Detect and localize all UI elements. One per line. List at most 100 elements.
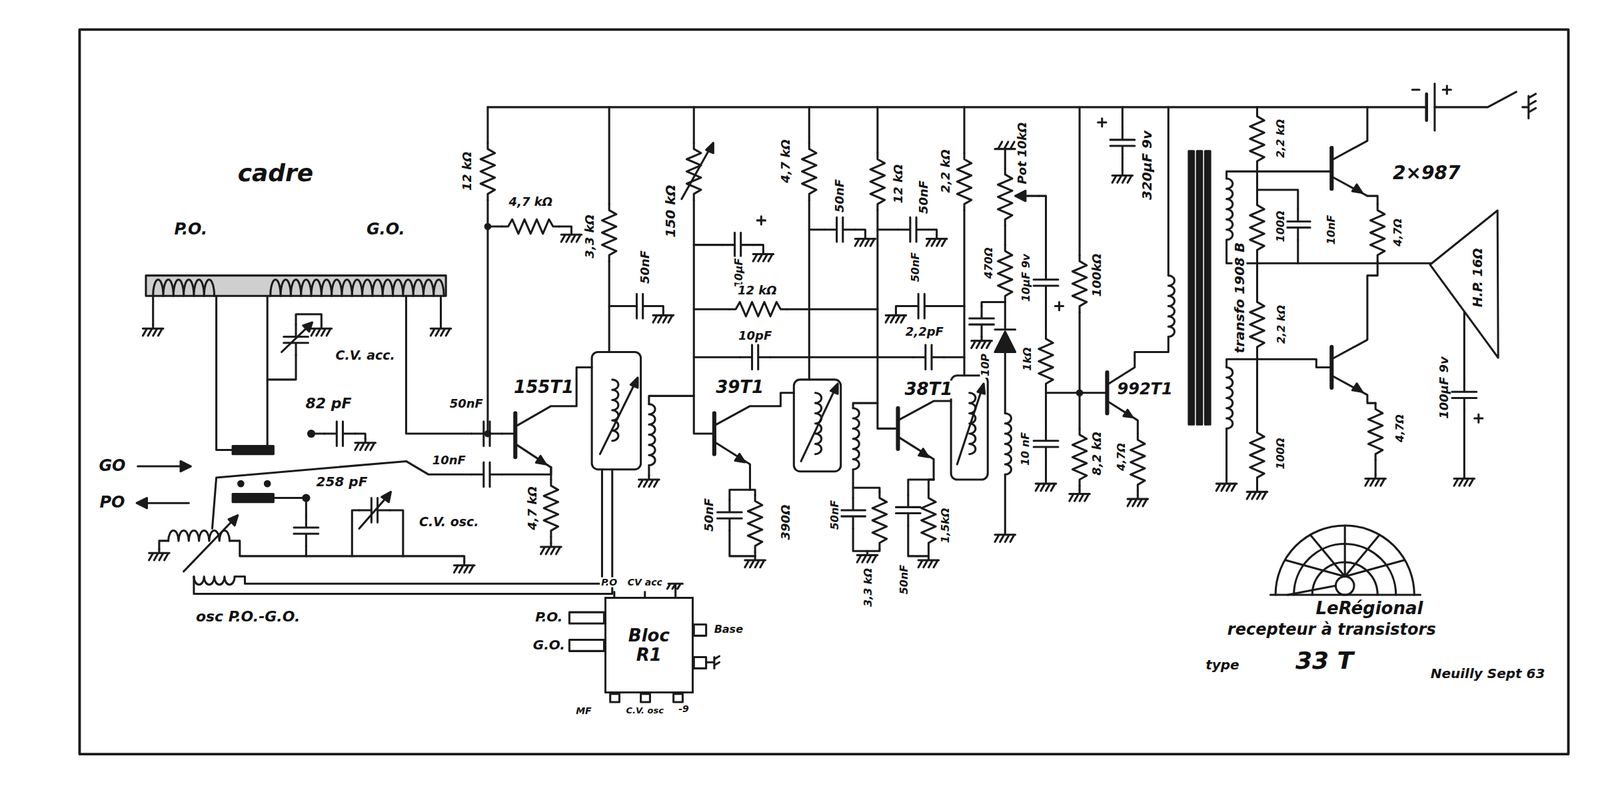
output-stage	[1352, 184, 1363, 194]
mixer-stage	[624, 293, 656, 319]
mixer-stage	[487, 225, 502, 228]
mixer-stage	[599, 383, 635, 455]
driver-stage	[1104, 372, 1109, 414]
if-stage-1	[693, 308, 730, 311]
driver-stage	[1127, 495, 1149, 507]
driver-stage	[1072, 255, 1087, 313]
detector-stage	[994, 531, 1016, 543]
mixer-stage	[515, 443, 552, 468]
output-stage	[1250, 109, 1265, 168]
mixer-stage	[653, 311, 674, 323]
if-stage-2	[876, 107, 879, 154]
if-stage-1	[714, 441, 751, 490]
detector-stage	[994, 331, 1016, 353]
detector-stage	[1033, 267, 1059, 298]
component-label: 12 kΩ	[461, 150, 474, 193]
output-stage	[1285, 209, 1311, 240]
if-stage-1	[747, 495, 762, 553]
detector-stage	[981, 301, 1005, 306]
if-stage-1	[770, 356, 878, 359]
output-stage	[1452, 379, 1477, 411]
input-wiring	[144, 502, 189, 505]
if-stage-1	[681, 147, 711, 200]
if-stage-2	[908, 479, 934, 496]
if-stage-1	[757, 216, 766, 225]
if-stage-1	[808, 228, 825, 231]
oscillator-circuit	[159, 541, 169, 550]
input-wiring	[501, 467, 552, 476]
detector-stage	[1004, 301, 1007, 330]
if-stage-2	[898, 217, 929, 242]
detector-stage	[998, 245, 1013, 303]
driver-stage	[1106, 401, 1138, 434]
if-stage-2	[906, 293, 937, 319]
output-stage	[1368, 403, 1383, 461]
component-label: 100Ω	[1274, 209, 1287, 244]
if-stage-2	[856, 551, 878, 563]
input-wiring	[216, 295, 268, 450]
component-label: 50nF	[916, 178, 930, 215]
mixer-stage	[609, 305, 625, 308]
output-transformer	[1196, 151, 1203, 426]
component-label: 150 kΩ	[663, 183, 678, 239]
if-stage-2	[963, 210, 966, 376]
if-stage-2	[950, 375, 988, 480]
if-stage-2	[895, 495, 921, 526]
battery-switch	[1522, 93, 1537, 119]
if-stage-2	[921, 491, 936, 550]
detector-stage	[971, 337, 993, 349]
if-stage-1	[693, 107, 696, 144]
driver-stage	[1106, 337, 1169, 386]
if-stage-2	[963, 107, 966, 154]
mixer-stage	[655, 306, 664, 312]
detector-stage	[1038, 332, 1053, 390]
mixer-stage	[543, 479, 558, 538]
if-stage-1	[714, 393, 794, 426]
mixer-stage	[513, 413, 518, 458]
input-wiring	[137, 465, 184, 468]
detector-stage	[1044, 393, 1047, 430]
component-label: 470Ω	[982, 246, 995, 281]
output-stage	[1257, 189, 1299, 210]
component-label: 10µF 9v	[1020, 251, 1033, 303]
component-label: 38T1	[902, 380, 954, 399]
detector-stage	[1044, 297, 1047, 333]
supply-rail	[487, 105, 1427, 108]
if-stage-2	[956, 389, 982, 465]
component-label: transfo 1908 B	[1232, 241, 1247, 355]
if-stage-2	[877, 356, 914, 359]
bloc-pins	[693, 657, 706, 670]
output-stage	[1296, 239, 1299, 264]
if-stage-2	[852, 487, 880, 492]
if-stage-2	[895, 408, 900, 450]
component-label: 10 nF	[1020, 431, 1032, 468]
output-transformer	[1226, 178, 1233, 240]
input-wiring	[324, 421, 356, 447]
mixer-stage	[630, 377, 638, 388]
detector-stage	[994, 141, 1016, 169]
if-stage-2	[885, 311, 907, 323]
if-stage-2	[870, 153, 885, 211]
input-wiring	[136, 498, 147, 509]
component-label: 50nF	[638, 249, 652, 286]
input-wiring	[238, 481, 244, 487]
component-label: 4,7 kΩ	[507, 195, 554, 209]
input-wiring	[180, 461, 191, 472]
oscillator-circuit	[228, 515, 238, 526]
logo-emblem	[1285, 525, 1405, 596]
component-label: 39T1	[714, 378, 766, 397]
oscillator-circuit	[183, 518, 236, 572]
if-stage-1	[729, 301, 788, 316]
if-stage-2	[926, 234, 947, 246]
component-label: CV acc	[626, 577, 664, 588]
if-stage-2	[928, 479, 934, 492]
component-label: 2,2 kΩ	[1276, 303, 1288, 346]
if-stage-2	[840, 498, 866, 530]
bloc-pins	[641, 694, 651, 703]
bloc-box: Bloc R1	[604, 597, 695, 694]
mixer-stage	[515, 367, 592, 427]
component-label: PO	[97, 494, 126, 512]
mixer-stage	[561, 230, 582, 242]
output-transformer	[1226, 367, 1233, 429]
if-stage-2	[912, 345, 944, 370]
